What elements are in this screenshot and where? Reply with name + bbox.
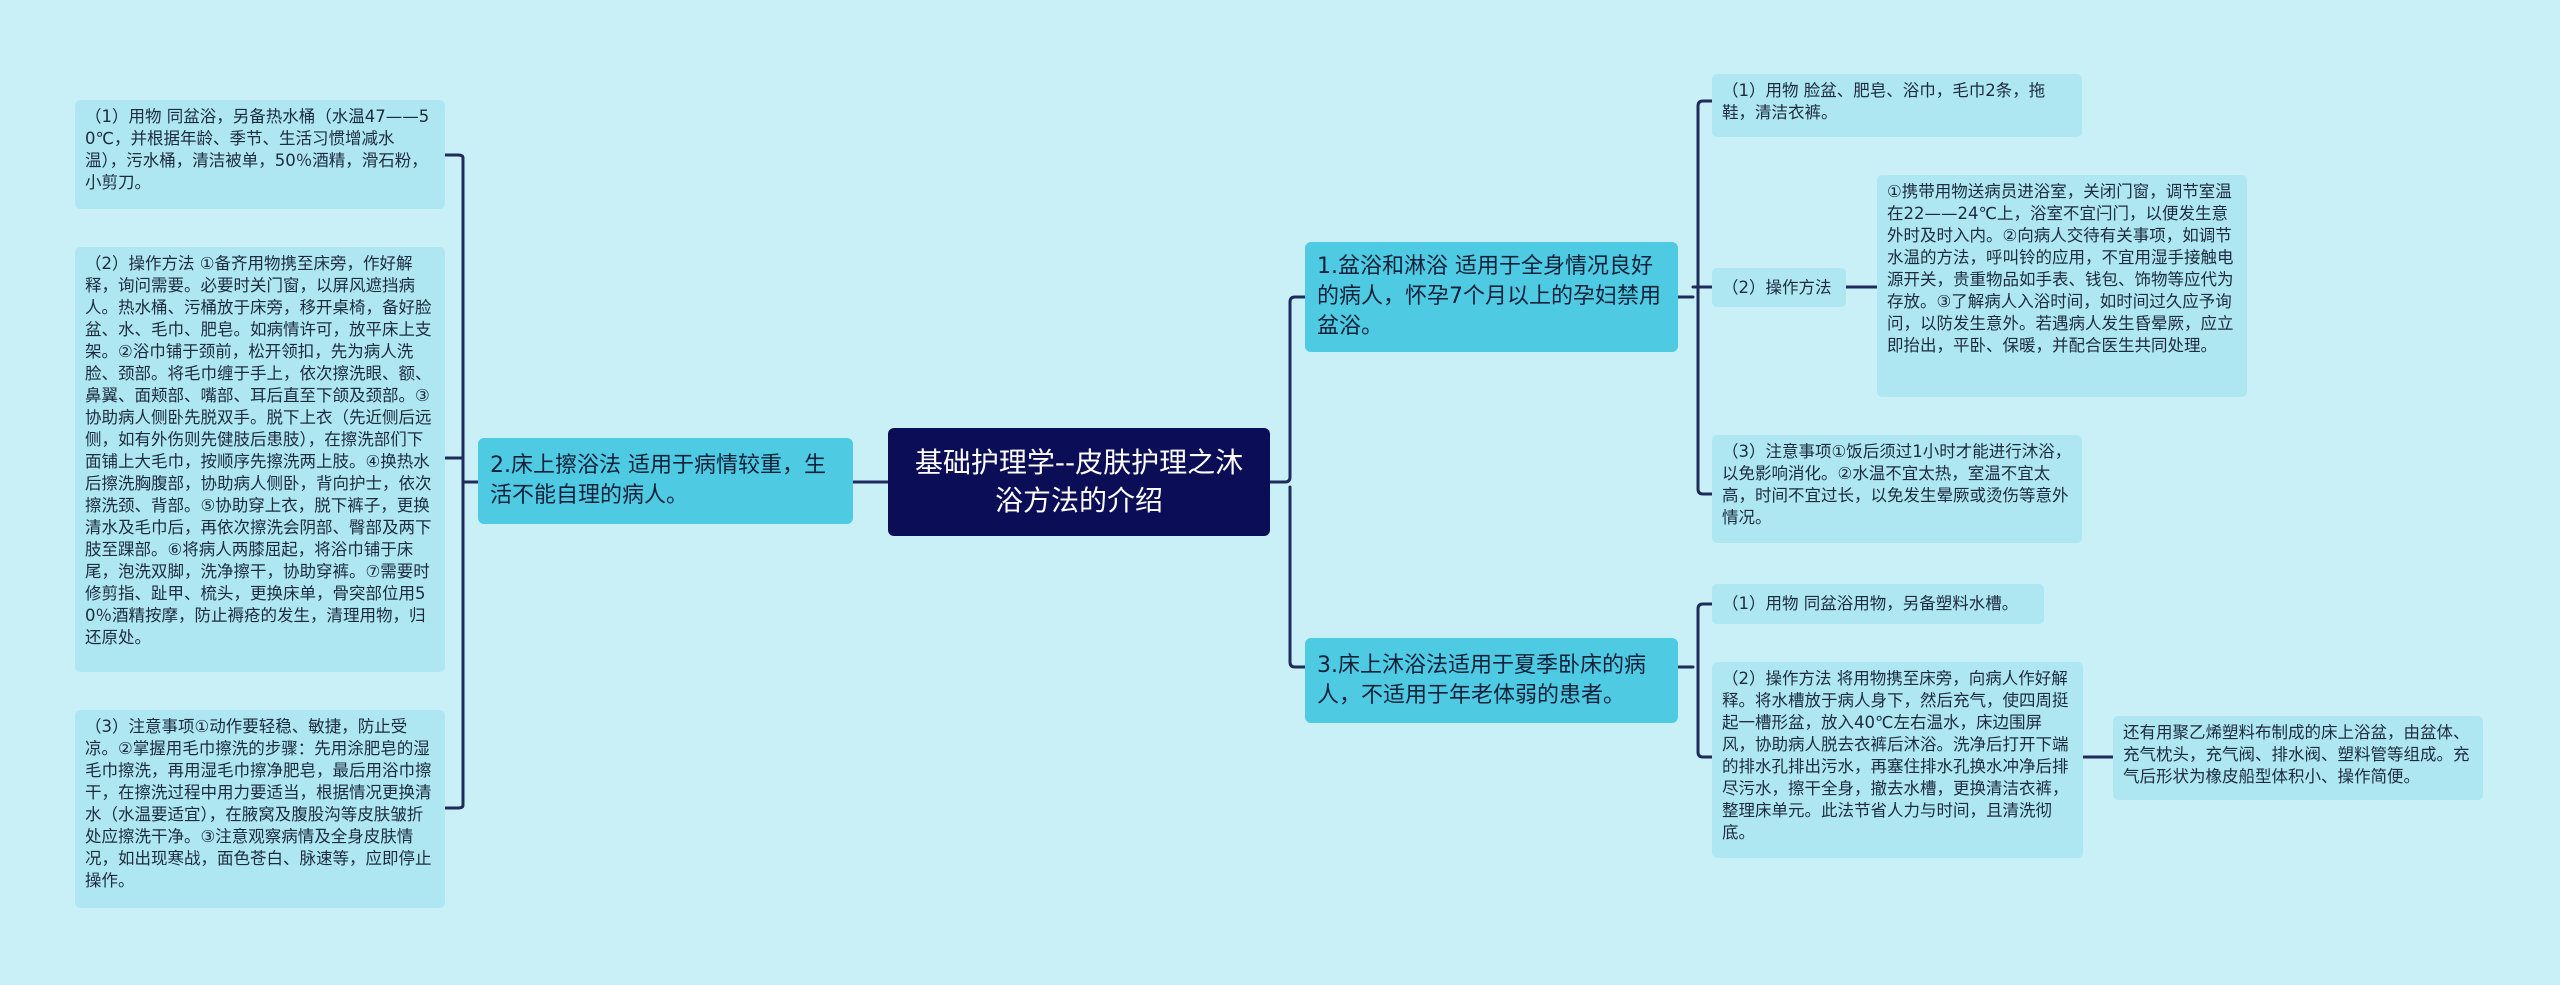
bed-bath-precautions[interactable]: （3）注意事项①动作要轻稳、敏捷，防止受凉。②掌握用毛巾擦洗的步骤：先用涂肥皂的… [75, 710, 445, 908]
root-node[interactable]: 基础护理学--皮肤护理之沐浴方法的介绍 [888, 428, 1270, 536]
bed-shower-procedure-detail[interactable]: 还有用聚乙烯塑料布制成的床上浴盆，由盆体、充气枕头，充气阀、排水阀、塑料管等组成… [2113, 716, 2483, 800]
leaf-text: 还有用聚乙烯塑料布制成的床上浴盆，由盆体、充气枕头，充气阀、排水阀、塑料管等组成… [2123, 723, 2470, 786]
branch-bed-bath-label: 2.床上擦浴法 适用于病情较重，生活不能自理的病人。 [490, 453, 826, 508]
leaf-text: ①携带用物送病员进浴室，关闭门窗，调节室温在22——24℃上，浴室不宜闩门，以便… [1887, 182, 2234, 355]
branch-bed-shower-label: 3.床上沐浴法适用于夏季卧床的病人，不适用于年老体弱的患者。 [1317, 652, 1646, 708]
tub-shower-precautions[interactable]: （3）注意事项①饭后须过1小时才能进行沐浴，以免影响消化。②水温不宜太热，室温不… [1712, 435, 2082, 543]
root-title: 基础护理学--皮肤护理之沐浴方法的介绍 [914, 446, 1244, 517]
leaf-text: （1）用物 同盆浴用物，另备塑料水槽。 [1722, 594, 2019, 613]
bed-bath-supplies[interactable]: （1）用物 同盆浴，另备热水桶（水温47——50℃，并根据年龄、季节、生活习惯增… [75, 100, 445, 209]
leaf-text: （3）注意事项①饭后须过1小时才能进行沐浴，以免影响消化。②水温不宜太热，室温不… [1722, 442, 2072, 527]
link-rb-bracket [1676, 602, 1714, 759]
branch-tub-shower[interactable]: 1.盆浴和淋浴 适用于全身情况良好的病人，怀孕7个月以上的孕妇禁用盆浴。 [1305, 242, 1678, 352]
bed-shower-procedure[interactable]: （2）操作方法 将用物携至床旁，向病人作好解释。将水槽放于病人身下，然后充气，使… [1712, 662, 2083, 858]
leaf-text: （2）操作方法 将用物携至床旁，向病人作好解释。将水槽放于病人身下，然后充气，使… [1722, 669, 2069, 842]
link-root-right [1268, 295, 1307, 669]
branch-bed-shower[interactable]: 3.床上沐浴法适用于夏季卧床的病人，不适用于年老体弱的患者。 [1305, 638, 1678, 723]
branch-bed-bath[interactable]: 2.床上擦浴法 适用于病情较重，生活不能自理的病人。 [478, 438, 853, 524]
tub-shower-procedure[interactable]: （2）操作方法 [1712, 268, 1846, 307]
tub-shower-procedure-detail[interactable]: ①携带用物送病员进浴室，关闭门窗，调节室温在22——24℃上，浴室不宜闩门，以便… [1877, 175, 2247, 397]
leaf-text: （1）用物 同盆浴，另备热水桶（水温47——50℃，并根据年龄、季节、生活习惯增… [85, 107, 430, 192]
bed-shower-supplies[interactable]: （1）用物 同盆浴用物，另备塑料水槽。 [1712, 584, 2044, 624]
branch-tub-shower-label: 1.盆浴和淋浴 适用于全身情况良好的病人，怀孕7个月以上的孕妇禁用盆浴。 [1317, 254, 1661, 339]
leaf-text: （2）操作方法 ①备齐用物携至床旁，作好解释，询问需要。必要时关门窗，以屏风遮挡… [85, 254, 432, 647]
link-rt-bracket [1676, 99, 1714, 496]
leaf-text: （2）操作方法 [1722, 277, 1832, 297]
leaf-text: （1）用物 脸盆、肥皂、浴巾，毛巾2条，拖鞋，清洁衣裤。 [1722, 81, 2046, 122]
tub-shower-supplies[interactable]: （1）用物 脸盆、肥皂、浴巾，毛巾2条，拖鞋，清洁衣裤。 [1712, 74, 2082, 137]
leaf-text: （3）注意事项①动作要轻稳、敏捷，防止受凉。②掌握用毛巾擦洗的步骤：先用涂肥皂的… [85, 717, 432, 890]
bed-bath-procedure[interactable]: （2）操作方法 ①备齐用物携至床旁，作好解释，询问需要。必要时关门窗，以屏风遮挡… [75, 247, 445, 672]
